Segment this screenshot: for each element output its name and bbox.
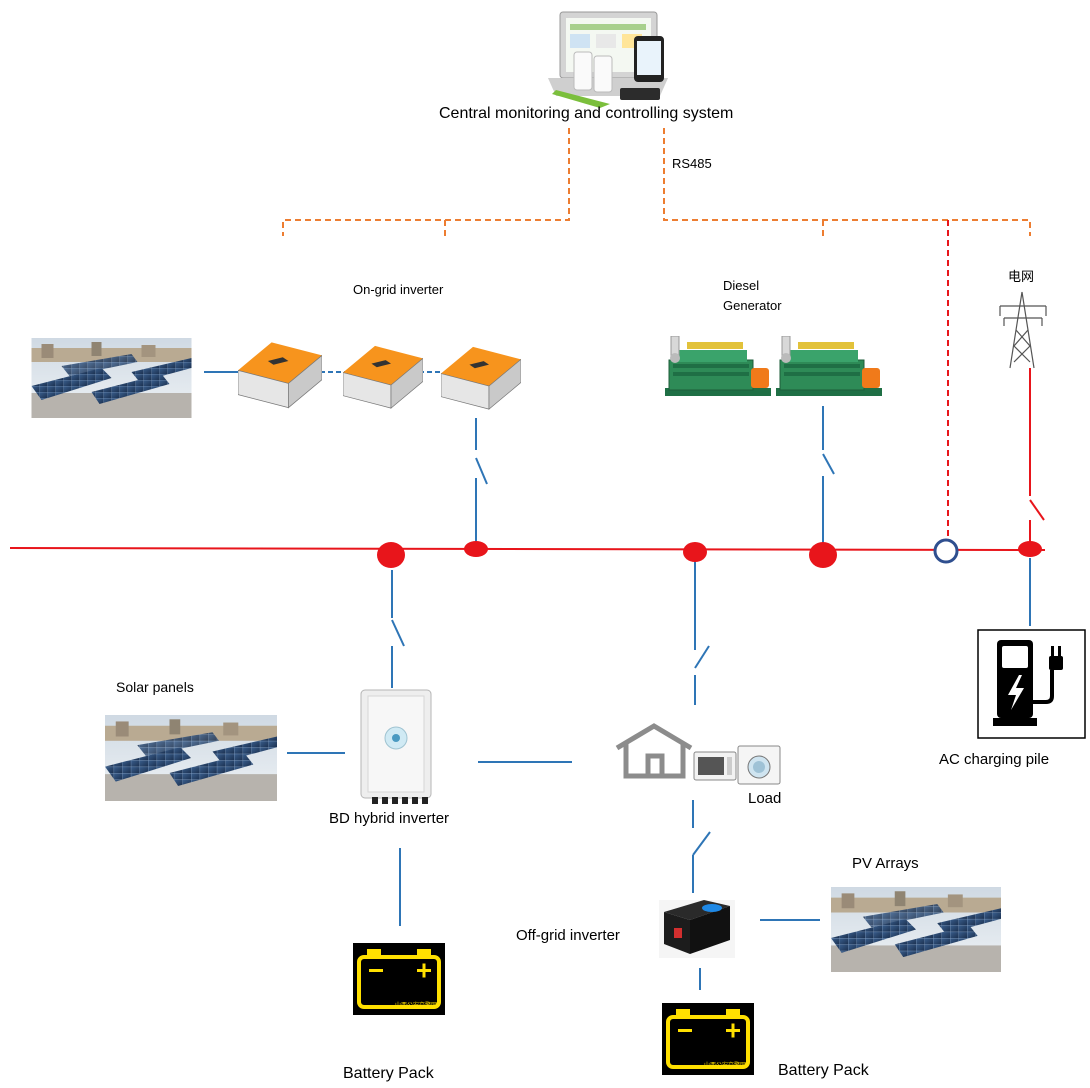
on-grid-inverter-icon bbox=[343, 345, 423, 409]
solar-panel-icon bbox=[831, 887, 1001, 972]
power-tower-icon bbox=[999, 291, 1047, 369]
bus-node bbox=[683, 542, 707, 562]
grid-label: 电网 bbox=[1008, 270, 1035, 285]
hybrid-inverter-icon bbox=[360, 689, 432, 804]
central-system-label: Central monitoring and controlling syste… bbox=[439, 105, 734, 122]
diesel-generator-icon bbox=[776, 336, 882, 397]
rs485-bus bbox=[282, 128, 1031, 236]
meter-node bbox=[933, 538, 959, 564]
pv-arrays-label: PV Arrays bbox=[852, 855, 919, 872]
diesel-generator-label-line2: Generator bbox=[723, 298, 782, 313]
bd-hybrid-inverter-label: BD hybrid inverter bbox=[329, 810, 450, 827]
monitoring-computer-icon bbox=[548, 11, 668, 108]
solar-panel-icon bbox=[31, 338, 192, 418]
ac-bus-line bbox=[9, 547, 1046, 551]
washing-machine-icon bbox=[737, 745, 781, 785]
battery-pack-left-label: Battery Pack bbox=[343, 1065, 434, 1082]
off-grid-inverter-icon bbox=[659, 900, 735, 958]
ev-charger-icon bbox=[977, 629, 1086, 739]
diesel-generator-label-line1: Diesel bbox=[723, 278, 760, 293]
solar-panels-label: Solar panels bbox=[116, 679, 194, 695]
wiring bbox=[204, 368, 1045, 990]
off-grid-inverter-label: Off-grid inverter bbox=[516, 927, 620, 944]
rs485-label: RS485 bbox=[672, 156, 712, 171]
solar-panel-icon bbox=[105, 715, 277, 801]
on-grid-inverter-label: On-grid inverter bbox=[353, 282, 444, 297]
bus-node bbox=[464, 541, 488, 557]
house-icon bbox=[615, 723, 693, 779]
microwave-icon bbox=[693, 751, 737, 781]
battery-caption: 山西公安交警网 bbox=[704, 1062, 747, 1069]
battery-caption: 山西公安交警网 bbox=[395, 1002, 438, 1009]
on-grid-inverter-icon bbox=[441, 346, 521, 410]
ac-charging-pile-label: AC charging pile bbox=[939, 751, 1050, 768]
load-label: Load bbox=[748, 790, 782, 807]
bus-node bbox=[809, 542, 837, 568]
bus-node bbox=[1018, 541, 1042, 557]
on-grid-inverter-icon bbox=[238, 341, 322, 409]
battery-pack-right-label: Battery Pack bbox=[778, 1062, 869, 1079]
bus-node bbox=[377, 542, 405, 568]
diesel-generator-icon bbox=[665, 336, 771, 397]
